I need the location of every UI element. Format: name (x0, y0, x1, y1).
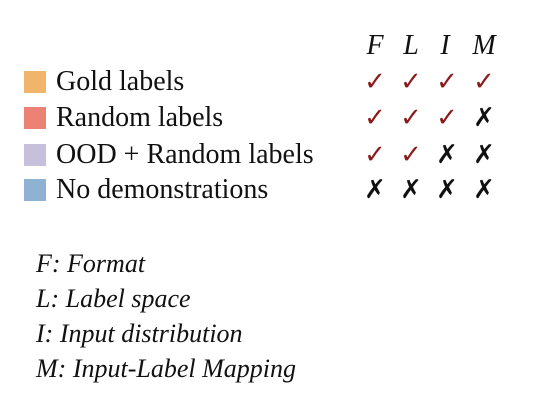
row-label: Random labels (56, 102, 224, 133)
color-swatch-none (24, 179, 46, 201)
mark-gold-f: ✓ (364, 67, 386, 97)
column-header-label-space: L (403, 30, 419, 61)
mark-gold-i: ✓ (436, 67, 458, 97)
color-swatch-ood (24, 144, 46, 166)
mark-none-l: ✗ (400, 175, 422, 205)
mark-ood-l: ✓ (400, 140, 422, 170)
mark-none-i: ✗ (436, 175, 458, 205)
column-header-mapping: M (472, 30, 496, 61)
row-label: No demonstrations (56, 174, 269, 205)
definition-input-distribution: I: Input distribution (36, 319, 243, 348)
definition-format: F: Format (36, 249, 146, 278)
mark-random-m: ✗ (473, 103, 495, 133)
mark-gold-m: ✓ (473, 67, 495, 97)
mark-random-f: ✓ (364, 103, 386, 133)
mark-none-m: ✗ (473, 175, 495, 205)
mark-ood-f: ✓ (364, 140, 386, 170)
definition-label-space: L: Label space (36, 284, 191, 313)
color-swatch-random (24, 107, 46, 129)
definition-input-label-mapping: M: Input-Label Mapping (36, 354, 296, 383)
row-label: Gold labels (56, 66, 185, 97)
row-label: OOD + Random labels (56, 139, 314, 170)
mark-ood-i: ✗ (436, 140, 458, 170)
mark-ood-m: ✗ (473, 140, 495, 170)
mark-gold-l: ✓ (400, 67, 422, 97)
column-header-input-distribution: I (440, 30, 450, 61)
color-swatch-gold (24, 71, 46, 93)
column-header-format: F (366, 30, 384, 61)
mark-random-i: ✓ (436, 103, 458, 133)
mark-random-l: ✓ (400, 103, 422, 133)
mark-none-f: ✗ (364, 175, 386, 205)
